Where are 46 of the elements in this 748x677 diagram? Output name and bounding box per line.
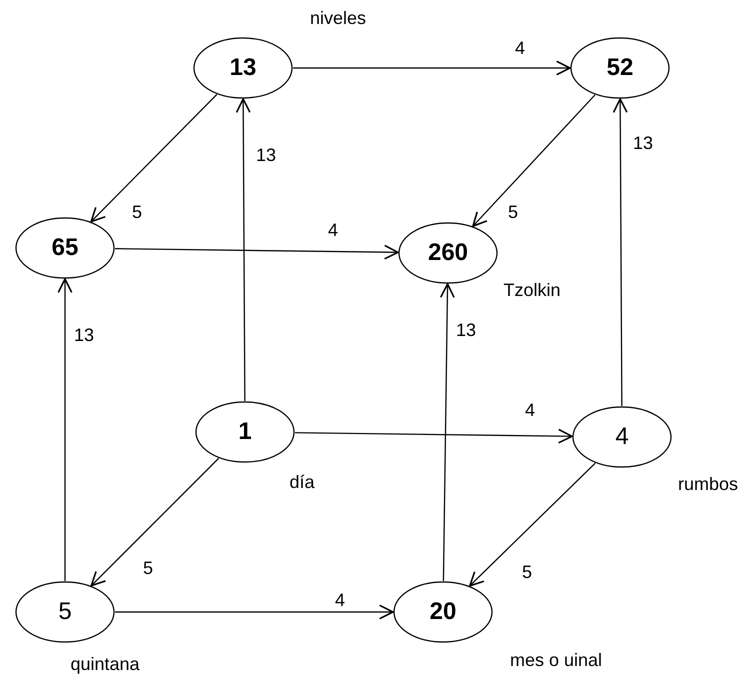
edge-label: 13: [454, 321, 478, 339]
edge-label: 13: [254, 146, 278, 164]
edge-label: 4: [334, 591, 346, 609]
arrow: [115, 604, 394, 620]
node-number: 260: [428, 239, 468, 267]
ellipse-node: [15, 581, 115, 643]
arrow: [440, 283, 455, 581]
arrow: [293, 60, 571, 76]
node-number: 1: [238, 418, 252, 446]
node-number: 4: [615, 423, 629, 451]
node-caption: día: [289, 473, 315, 491]
ellipse-node: [195, 401, 295, 463]
edge-label: 5: [142, 559, 154, 577]
node-caption: Tzolkin: [504, 281, 560, 299]
node-number: 52: [606, 54, 634, 82]
node-caption: rumbos: [678, 475, 738, 493]
node-number: 20: [430, 598, 456, 626]
node-number: 5: [58, 598, 72, 626]
ellipse-node: [572, 406, 672, 468]
arrow: [612, 98, 628, 406]
arrow: [114, 244, 399, 260]
ellipse-node: [398, 222, 498, 284]
arrow: [472, 94, 596, 227]
arrow: [236, 98, 251, 401]
edge-label: 4: [514, 39, 526, 57]
node-number: 65: [52, 234, 78, 262]
ellipse-node: [570, 37, 670, 99]
edge-label: 13: [632, 134, 654, 152]
arrow: [58, 278, 72, 581]
edge-label: 4: [327, 221, 339, 239]
ellipse-node: [15, 217, 115, 279]
ellipse-node: [193, 37, 293, 99]
edge-label: 5: [521, 563, 533, 581]
edge-label: 5: [131, 203, 143, 221]
node-number: 13: [230, 54, 256, 82]
edge-label: 4: [524, 401, 536, 419]
arrow: [468, 462, 596, 587]
edge-label: 5: [507, 203, 519, 221]
arrow: [90, 458, 220, 586]
edge-label: 13: [72, 326, 96, 344]
node-caption: quintana: [70, 655, 140, 673]
node-caption: niveles: [310, 9, 366, 27]
node-caption: mes o uinal: [510, 651, 602, 669]
arrow: [294, 428, 573, 444]
arrow: [90, 94, 218, 222]
ellipse-node: [393, 581, 493, 643]
